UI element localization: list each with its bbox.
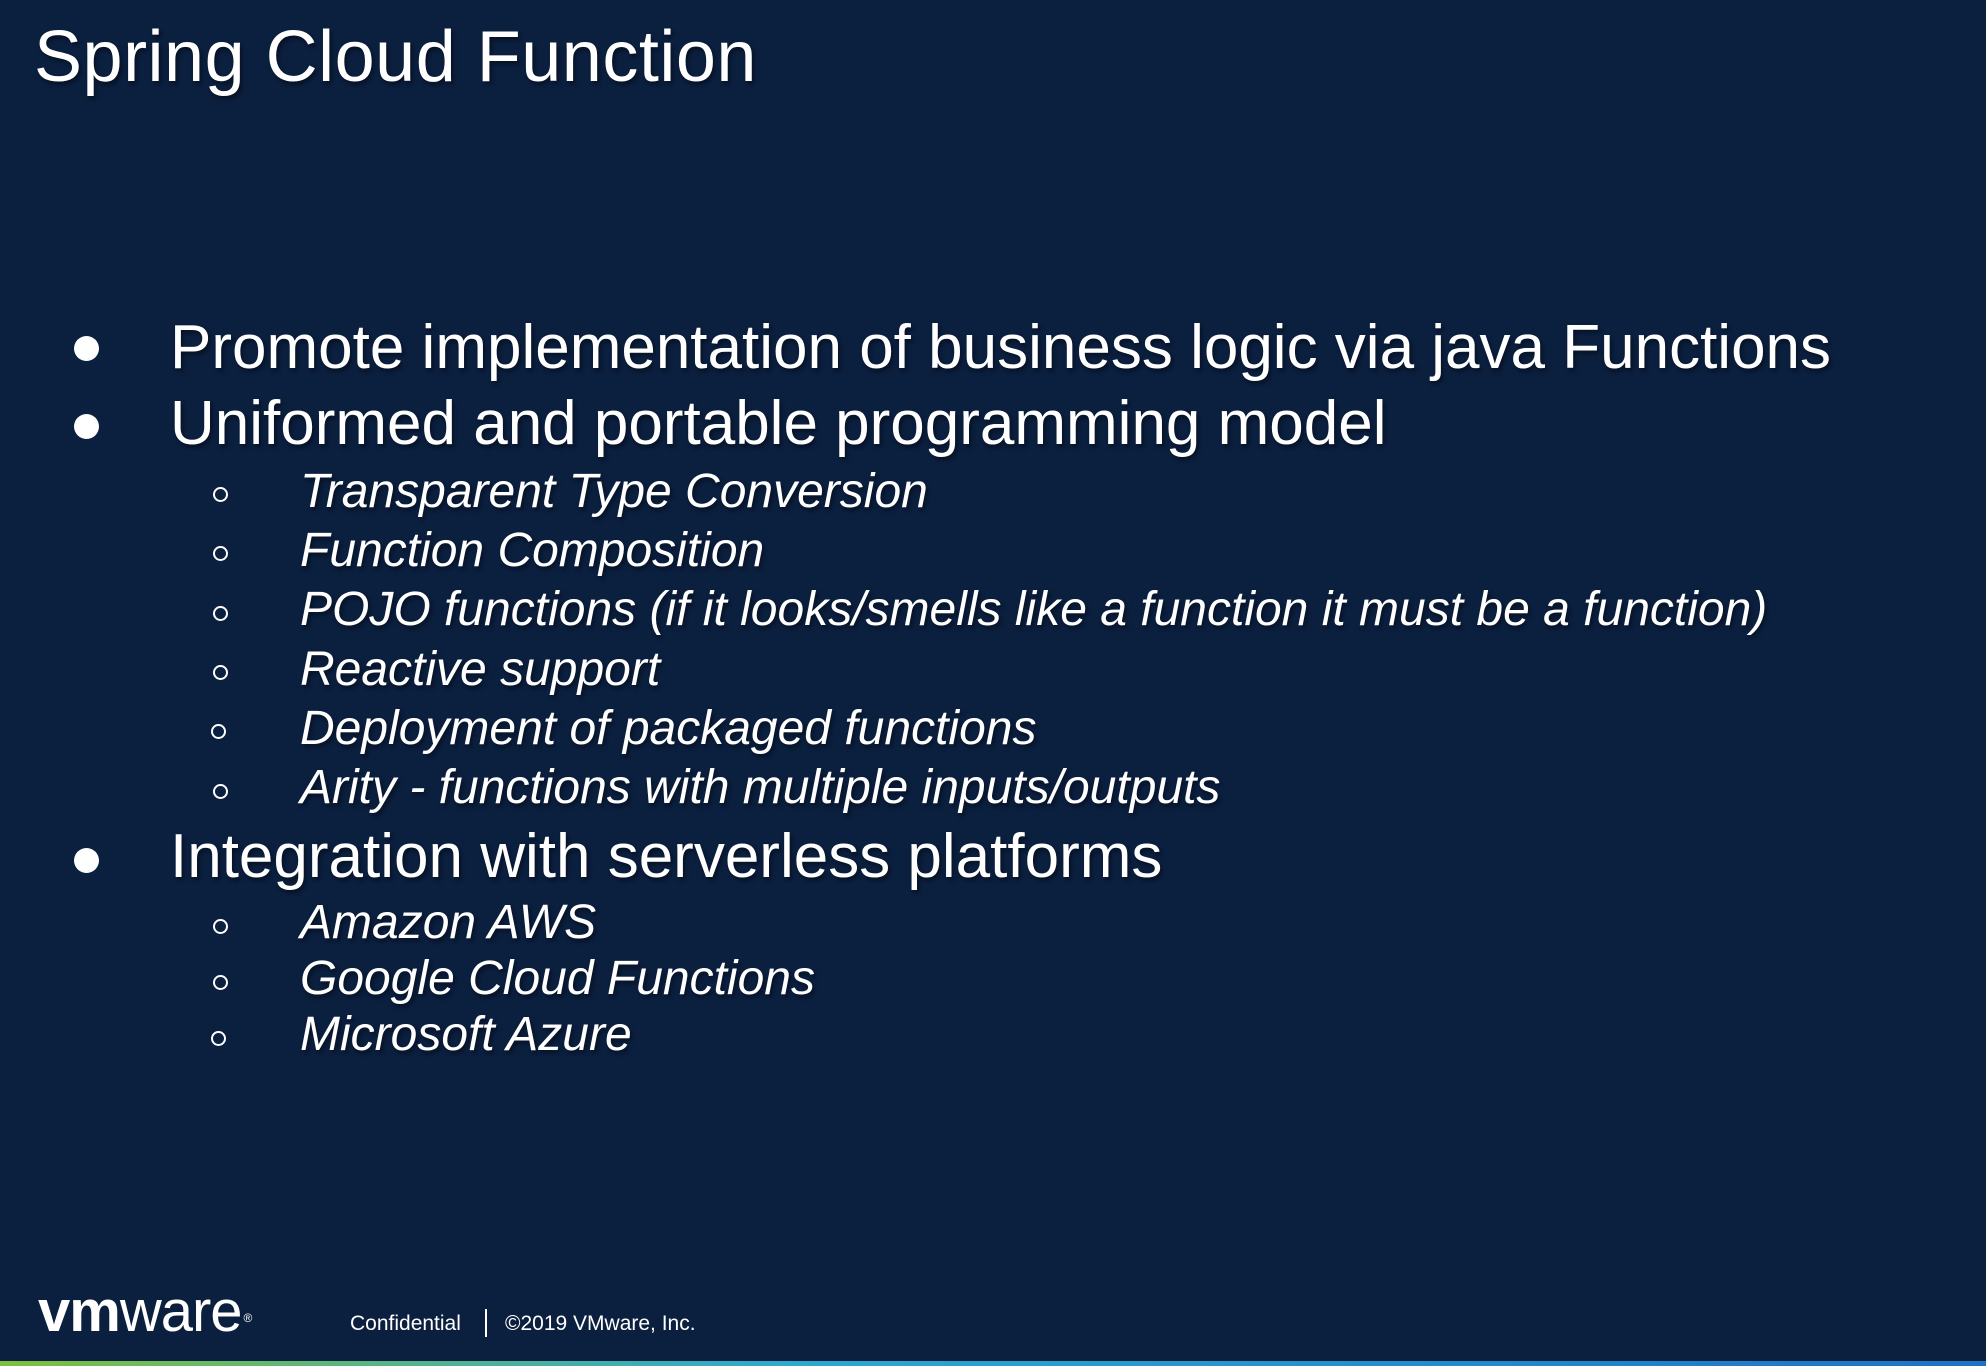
sub-bullet-text: POJO functions (if it looks/smells like …	[300, 583, 1768, 636]
hollow-bullet-icon	[213, 665, 228, 680]
confidential-label: Confidential	[350, 1312, 461, 1335]
hollow-bullet-icon	[213, 919, 228, 934]
sub-bullet-text: Function Composition	[300, 524, 765, 577]
hollow-bullet-icon	[211, 724, 226, 739]
bullet-text: Promote implementation of business logic…	[170, 313, 1832, 382]
sub-bullet-text: Transparent Type Conversion	[300, 465, 928, 518]
accent-bar	[0, 1361, 1986, 1366]
registered-mark: ®	[243, 1311, 253, 1325]
hollow-bullet-icon	[213, 546, 228, 561]
sub-bullet-text: Arity - functions with multiple inputs/o…	[300, 761, 1221, 814]
filled-bullet-icon	[74, 414, 99, 439]
vmware-logo: vmware®	[38, 1282, 252, 1342]
filled-bullet-icon	[74, 336, 99, 361]
logo-ware-text: ware	[119, 1279, 243, 1344]
hollow-bullet-icon	[211, 1031, 226, 1046]
sub-bullet-text: Microsoft Azure	[300, 1008, 632, 1061]
hollow-bullet-icon	[213, 784, 228, 799]
sub-bullet-text: Amazon AWS	[300, 896, 597, 949]
bullet-text: Integration with serverless platforms	[170, 822, 1163, 891]
hollow-bullet-icon	[213, 975, 228, 990]
hollow-bullet-icon	[213, 606, 228, 621]
filled-bullet-icon	[74, 848, 99, 873]
footer-divider	[485, 1309, 487, 1337]
sub-bullet-text: Deployment of packaged functions	[300, 702, 1037, 755]
copyright-label: ©2019 VMware, Inc.	[505, 1312, 696, 1335]
sub-bullet-text: Reactive support	[300, 643, 661, 696]
hollow-bullet-icon	[213, 487, 228, 502]
slide-title: Spring Cloud Function	[34, 17, 757, 97]
sub-bullet-text: Google Cloud Functions	[300, 952, 815, 1005]
logo-vm-text: vm	[38, 1279, 121, 1344]
bullet-text: Uniformed and portable programming model	[170, 389, 1387, 458]
